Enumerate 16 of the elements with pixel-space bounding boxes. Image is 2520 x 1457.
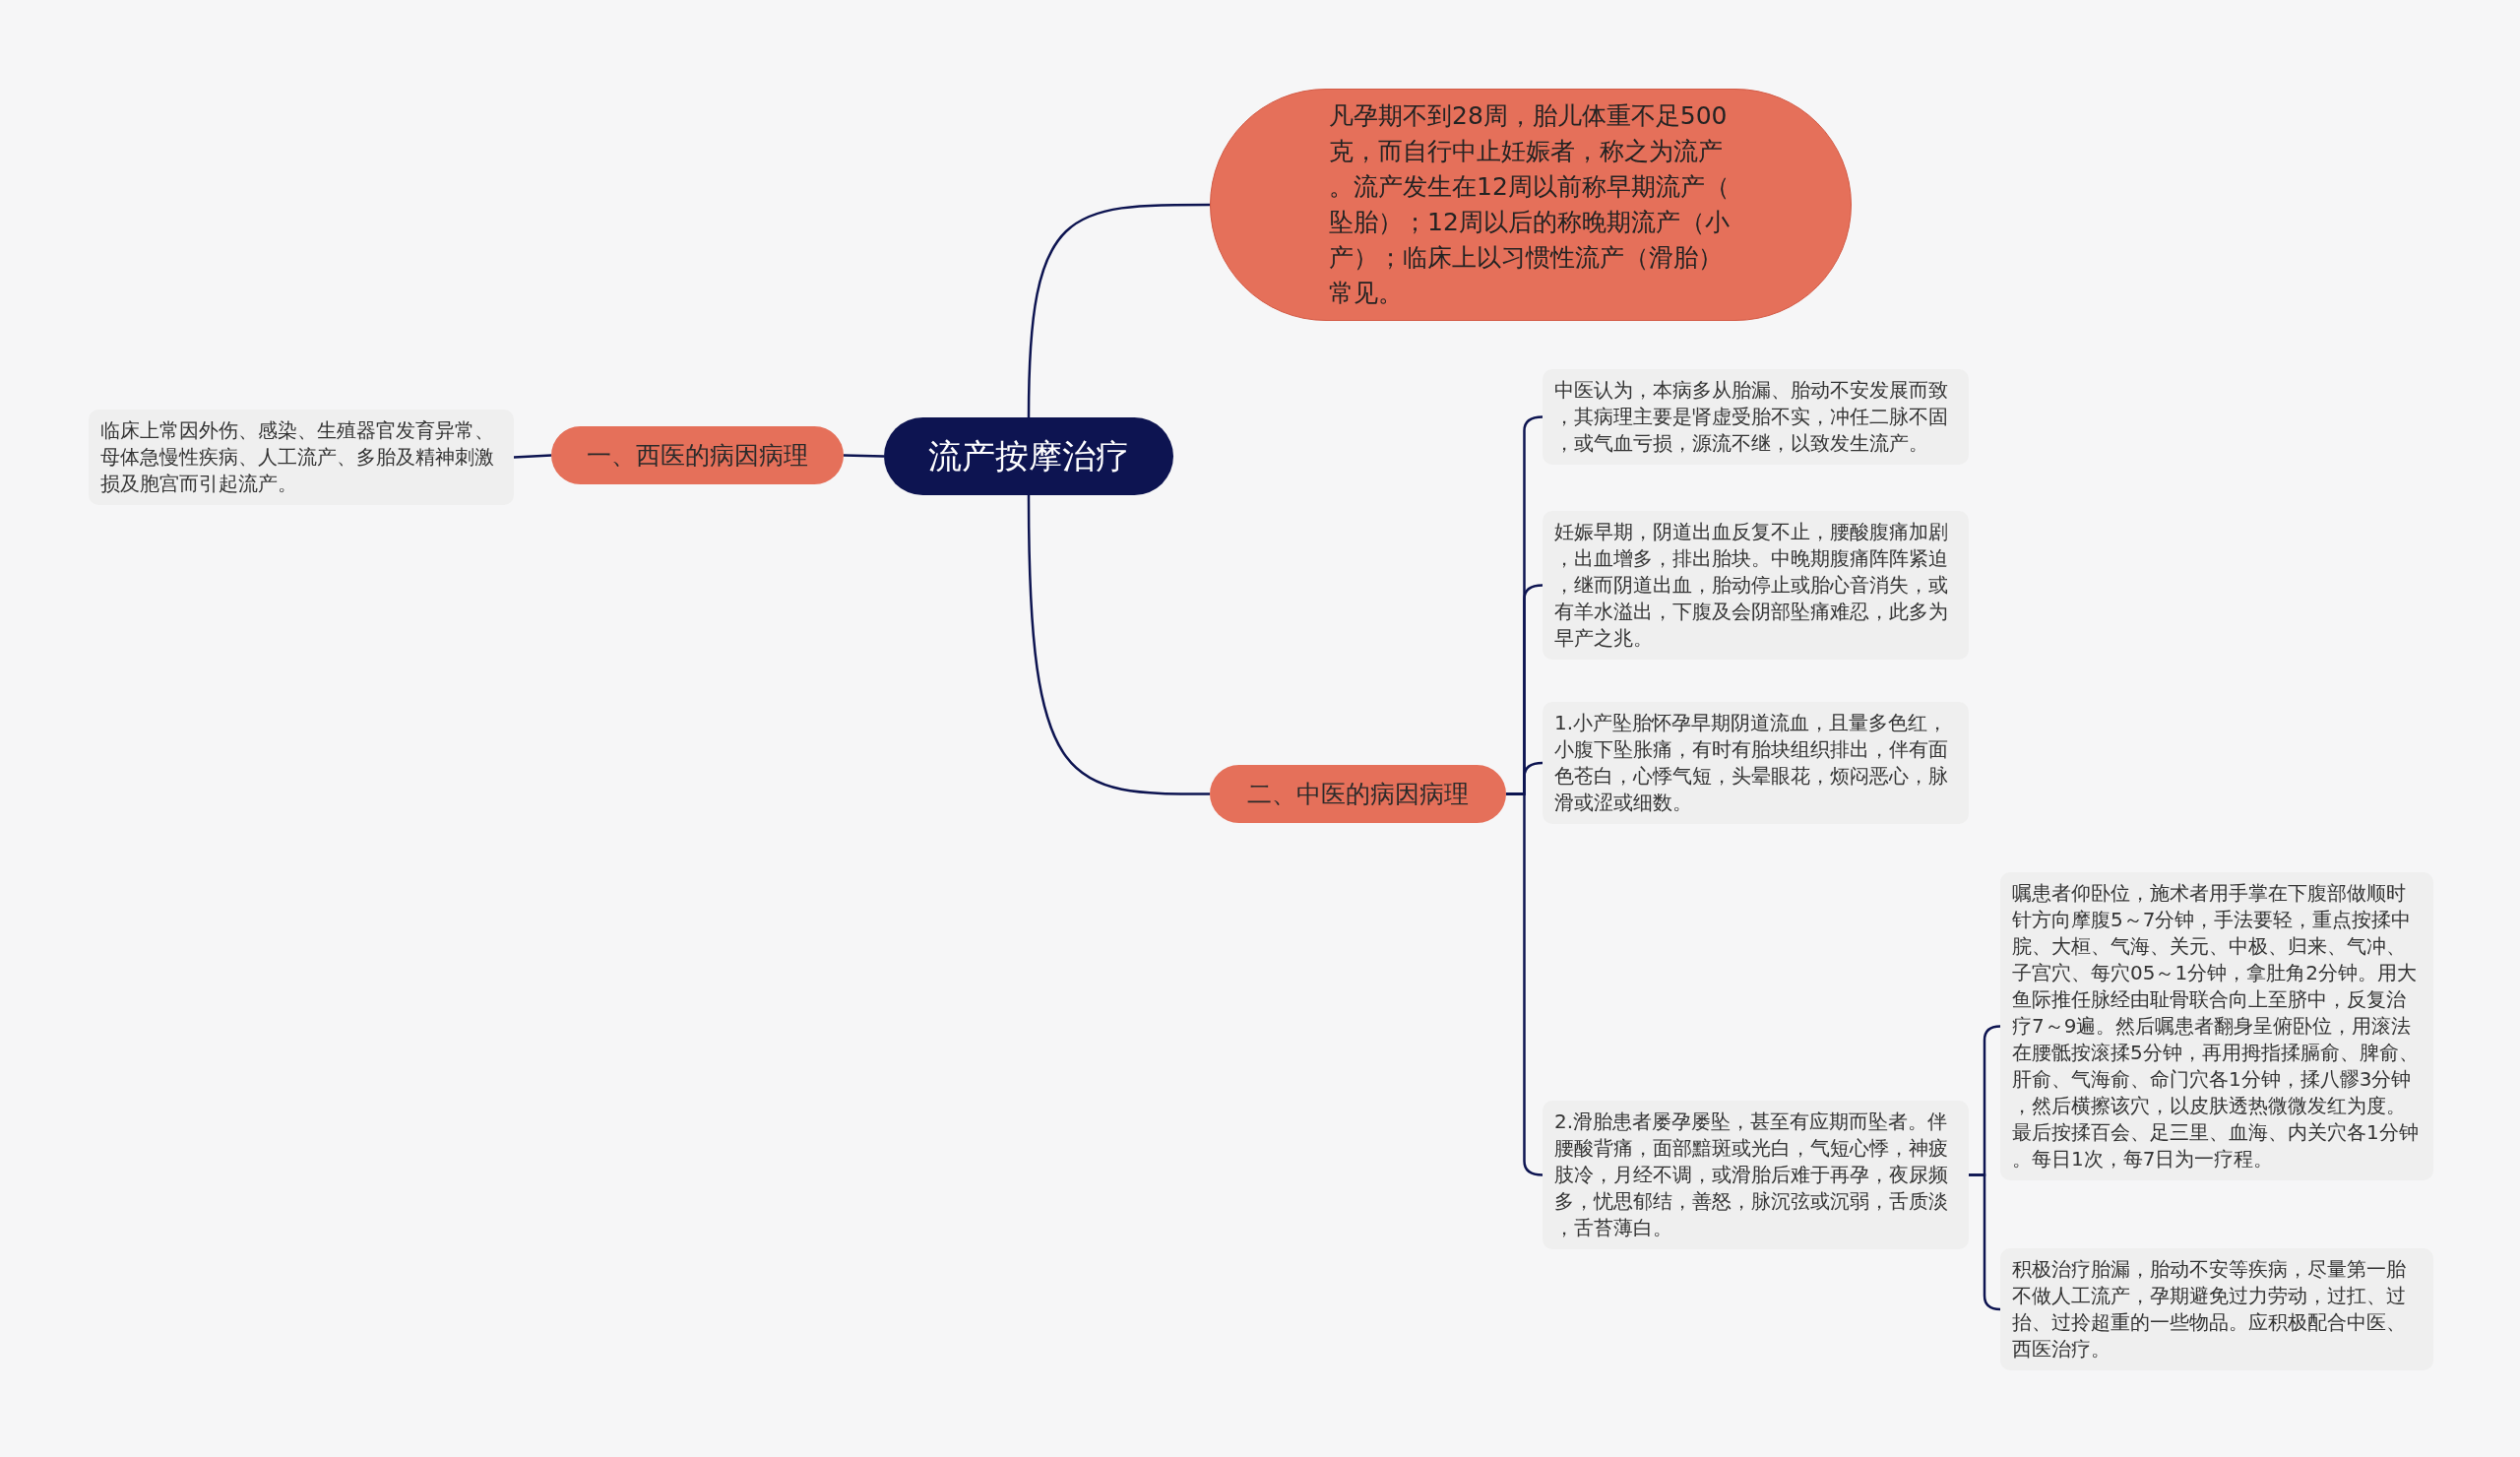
connector-line xyxy=(843,454,885,458)
topic-box: 一、西医的病因病理 xyxy=(551,426,844,484)
connector-line xyxy=(1027,495,1210,795)
root-topic-box: 流产按摩治疗 xyxy=(884,417,1173,495)
connector-line xyxy=(1506,792,1544,1176)
text-box: 中医认为，本病多从胎漏、胎动不安发展而致，其病理主要是肾虚受胎不实，冲任二脉不固，或气血亏损，源流不继，以致发生流产。 xyxy=(1543,369,1969,465)
text-box: 临床上常因外伤、感染、生殖器官发育异常、母体急慢性疾病、人工流产、多胎及精神刺激损及胞宫而引起流产。 xyxy=(89,410,514,505)
topic-box: 二、中医的病因病理 xyxy=(1210,765,1506,823)
text-box: 1.小产坠胎怀孕早期阴道流血，且量多色红，小腹下坠胀痛，有时有胎块组织排出，伴有面色苍白，心悸气短，头晕眼花，烦闷恶心，脉滑或涩或细数。 xyxy=(1543,702,1969,824)
text-box: 妊娠早期，阴道出血反复不止，腰酸腹痛加剧，出血增多，排出胎块。中晚期腹痛阵阵紧迫，继而阴道出血，胎动停止或胎心音消失，或有羊水溢出，下腹及会阴部坠痛难忍，此多为早产之兆。 xyxy=(1543,511,1969,660)
topic-box: 凡孕期不到28周，胎儿体重不足500克，而自行中止妊娠者，称之为流产。流产发生在12周以前称早期流产（坠胎）；12周以后的称晚期流产（小产）；临床上以习惯性流产（滑胎）常见。 xyxy=(1210,89,1852,321)
text-box: 积极治疗胎漏，胎动不安等疾病，尽量第一胎不做人工流产，孕期避免过力劳动，过扛、过抬、过拎超重的一些物品。应积极配合中医、西医治疗。 xyxy=(2000,1248,2433,1370)
connector-line xyxy=(513,454,552,459)
text-box: 嘱患者仰卧位，施术者用手掌在下腹部做顺时针方向摩腹5～7分钟，手法要轻，重点按揉中脘、大桓、气海、关元、中极、归来、气冲、子宫穴、每穴05～1分钟，拿肚角2分钟。用大鱼际推任脉经由耻骨联合向上至脐中，反复治疗7～9遍。然后嘱患者翻身呈俯卧位，用滚法在腰骶按滚揉5分钟，再用拇指揉膈俞、脾俞、肝俞、气海俞、命门穴各1分钟，揉八髎3分钟，然后横擦该穴，以皮肤透热微微发红为度。最后按揉百会、足三里、血海、内关穴各1分钟。每日1次，每7日为一疗程。 xyxy=(2000,872,2433,1180)
connector-line xyxy=(1027,203,1210,418)
text-box: 2.滑胎患者屡孕屡坠，甚至有应期而坠者。伴腰酸背痛，面部黯斑或光白，气短心悸，神疲肢冷，月经不调，或滑胎后难于再孕，夜尿频多，忧思郁结，善怒，脉沉弦或沉弱，舌质淡，舌苔薄白。 xyxy=(1543,1101,1969,1249)
